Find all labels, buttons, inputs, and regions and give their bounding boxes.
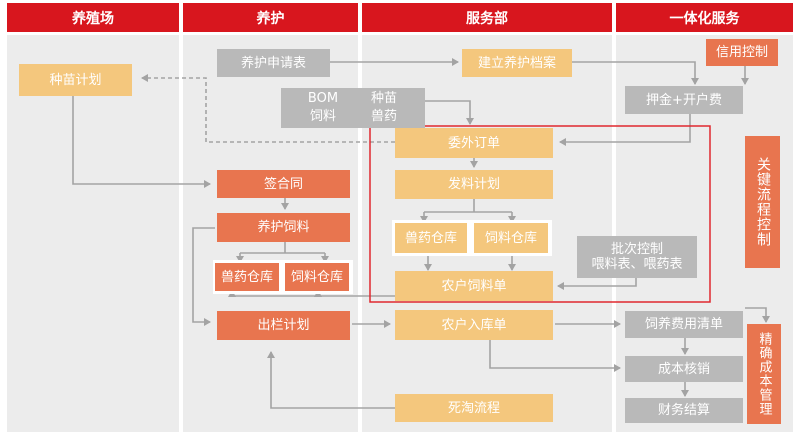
- seedling-label: 种苗: [370, 91, 397, 106]
- service-feed-warehouse-box: 饲料仓库: [474, 223, 548, 253]
- batch-control-line1: 批次控制: [610, 242, 663, 257]
- vet-medicine-label: 兽药: [370, 109, 397, 124]
- bom-materials-box: BOM 种苗 饲料 兽药: [281, 88, 425, 128]
- sign-contract-box: 签合同: [217, 170, 350, 198]
- column-header-service: 服务部: [362, 3, 612, 32]
- culling-process-box: 死淘流程: [395, 394, 553, 422]
- farmer-feed-order-box: 农户饲料单: [395, 271, 553, 301]
- deposit-fee-box: 押金+开户费: [625, 86, 743, 114]
- batch-control-line2: 喂料表、喂药表: [591, 257, 683, 272]
- column-farm: [7, 35, 179, 432]
- feed-label: 饲料: [309, 109, 336, 124]
- service-warehouse-group: 兽药仓库 饲料仓库: [392, 220, 552, 256]
- financial-settlement-box: 财务结算: [625, 398, 743, 423]
- cost-verification-box: 成本核销: [625, 356, 743, 382]
- service-vet-warehouse-box: 兽药仓库: [395, 223, 467, 253]
- care-feeding-box: 养护饲料: [217, 213, 350, 242]
- farmer-inbound-box: 农户入库单: [395, 310, 553, 340]
- feed-cost-list-box: 饲养费用清单: [625, 311, 743, 338]
- column-header-care: 养护: [183, 3, 358, 32]
- column-header-farm: 养殖场: [7, 3, 179, 32]
- outgoing-plan-box: 出栏计划: [217, 311, 350, 340]
- batch-control-box: 批次控制 喂料表、喂药表: [577, 236, 697, 278]
- column-header-integrated: 一体化服务: [616, 3, 793, 32]
- care-warehouse-group: 兽药仓库 饲料仓库: [213, 260, 353, 294]
- key-process-control-box: 关键流程控制: [745, 136, 780, 268]
- bom-label: BOM: [307, 91, 339, 106]
- care-feed-warehouse-box: 饲料仓库: [285, 263, 349, 291]
- credit-control-box: 信用控制: [706, 39, 778, 66]
- seedling-plan-box: 种苗计划: [19, 64, 132, 96]
- create-archive-box: 建立养护档案: [462, 49, 572, 77]
- care-vet-warehouse-box: 兽药仓库: [215, 263, 279, 291]
- care-application-box: 养护申请表: [217, 49, 330, 77]
- outsource-order-box: 委外订单: [395, 128, 553, 158]
- precise-cost-mgmt-box: 精确成本管理: [747, 324, 781, 424]
- dispatch-plan-box: 发料计划: [395, 170, 553, 199]
